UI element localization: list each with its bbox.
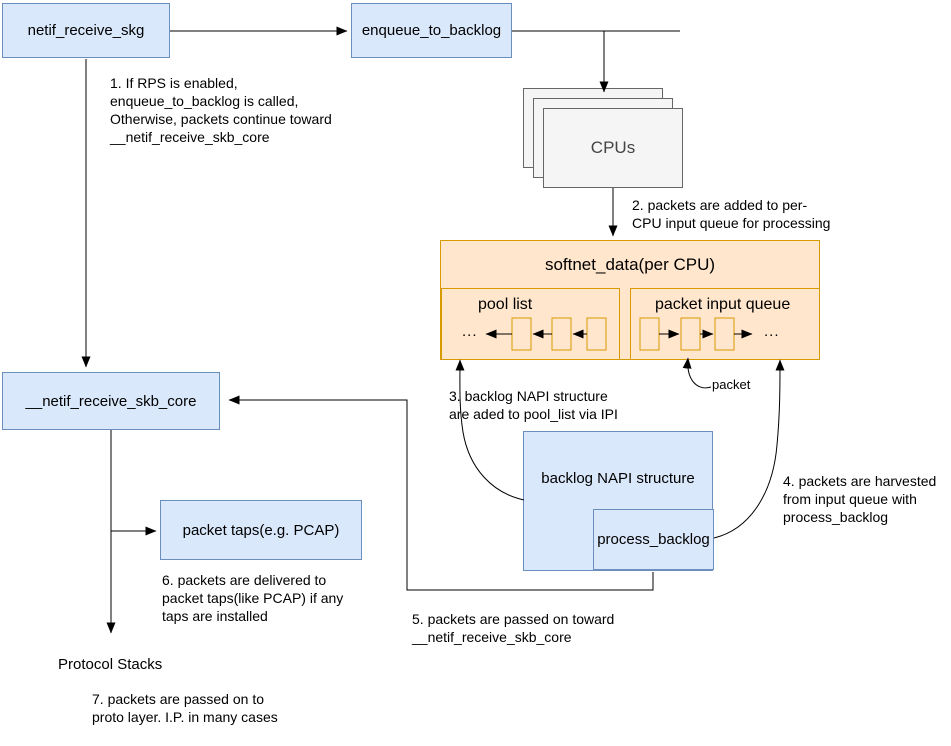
- note-step3: 3. backlog NAPI structure are aded to po…: [449, 388, 618, 422]
- protocol-stacks-label: Protocol Stacks: [58, 656, 163, 673]
- note-step7: 7. packets are passed on to proto layer.…: [92, 691, 278, 725]
- packet-taps-label: packet taps(e.g. PCAP): [182, 521, 340, 539]
- node-netif-receive-skb-core[interactable]: __netif_receive_skb_core: [2, 372, 220, 430]
- node-netif-receive-skg[interactable]: netif_receive_skg: [2, 3, 170, 58]
- node-process-backlog[interactable]: process_backlog: [593, 509, 714, 570]
- note-step2: 2. packets are added to per- CPU input q…: [632, 197, 831, 231]
- curve-packet-pointer: [682, 357, 712, 389]
- node-packet-input-queue[interactable]: packet input queue ...: [630, 288, 820, 360]
- node-enqueue-to-backlog[interactable]: enqueue_to_backlog: [351, 3, 512, 58]
- softnet-data-title: softnet_data(per CPU): [544, 255, 716, 274]
- backlog-napi-label: backlog NAPI structure: [541, 470, 695, 487]
- netif-receive-skg-label: netif_receive_skg: [27, 22, 145, 39]
- node-packet-taps[interactable]: packet taps(e.g. PCAP): [160, 500, 362, 560]
- note-step6: 6. packets are delivered to packet taps(…: [162, 572, 344, 624]
- packet-queue-ellipsis: ...: [764, 323, 780, 340]
- note-step4: 4. packets are harvested from input queu…: [783, 473, 937, 525]
- pool-list-label: pool list: [478, 296, 533, 313]
- netif-receive-skb-core-label: __netif_receive_skb_core: [25, 392, 197, 410]
- node-pool-list[interactable]: pool list ...: [441, 288, 620, 360]
- process-backlog-label: process_backlog: [597, 531, 710, 548]
- curve-backlog-to-pool-list: [455, 359, 525, 501]
- note-step5: 5. packets are passed on toward __netif_…: [412, 611, 615, 645]
- packet-pointer-label: packet: [712, 377, 751, 392]
- note-step1: 1. If RPS is enabled, enqueue_to_backlog…: [110, 75, 332, 145]
- packet-input-queue-label: packet input queue: [655, 296, 791, 313]
- node-cpus[interactable]: CPUs: [543, 108, 683, 188]
- cpus-label: CPUs: [590, 138, 636, 157]
- pool-list-ellipsis: ...: [462, 323, 478, 340]
- enqueue-to-backlog-label: enqueue_to_backlog: [361, 22, 502, 39]
